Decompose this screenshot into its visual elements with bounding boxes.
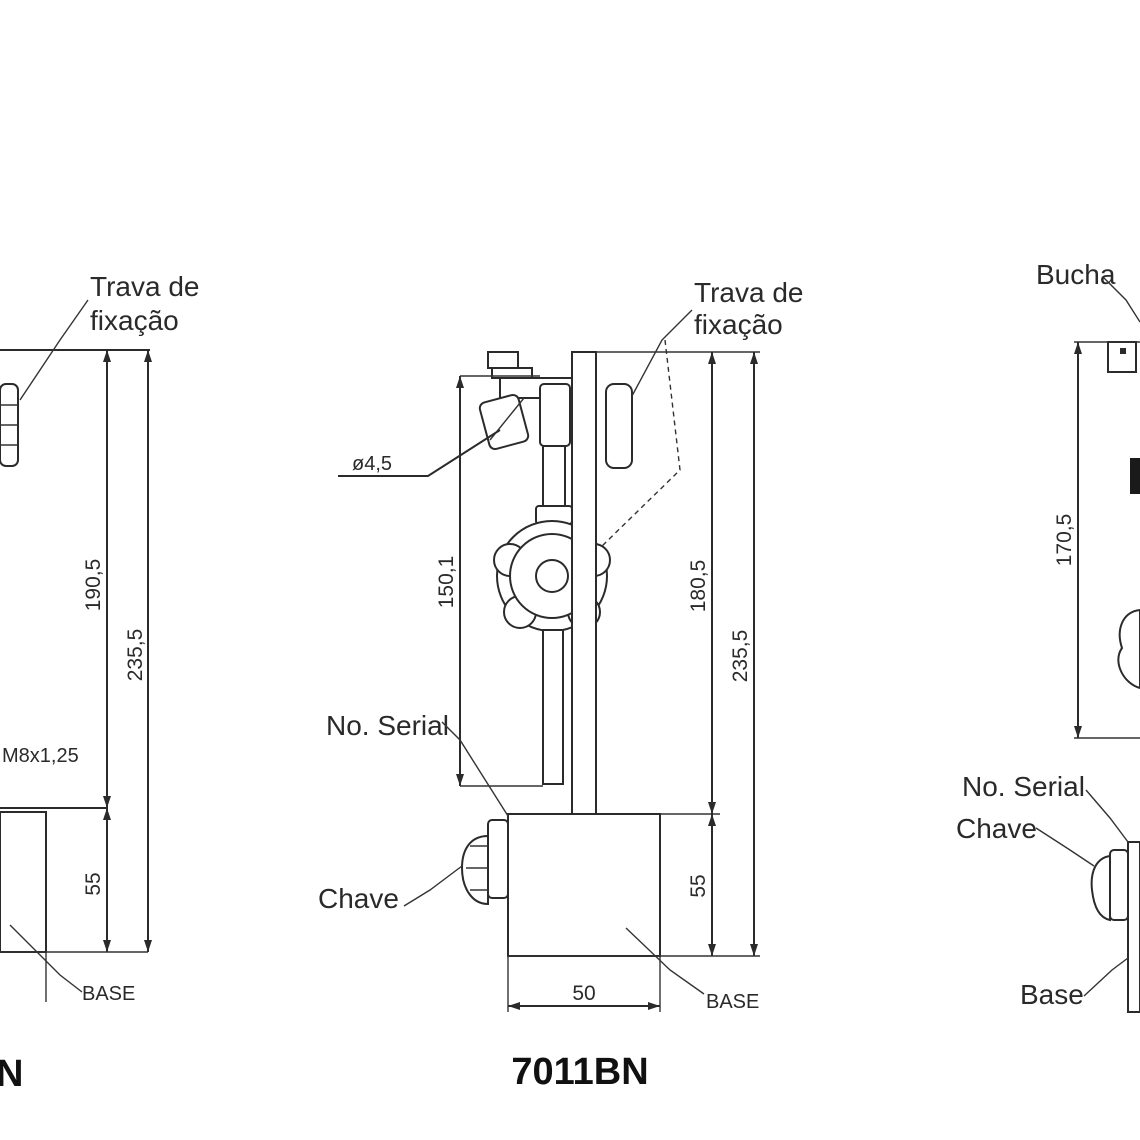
center-diameter-label: ø4,5 [352, 453, 392, 475]
right-bushing-label: Bucha [1036, 259, 1116, 290]
center-dim-55-label: 55 [687, 874, 710, 897]
left-magnetic-base [0, 811, 47, 953]
center-dim-180-label: 180,5 [687, 560, 710, 613]
center-serial-label: No. Serial [326, 710, 449, 741]
right-drawing: Bucha 170,5 No. Serial Chave Base [956, 259, 1140, 1013]
center-holder-clamp [539, 383, 571, 447]
center-drawing: ø4,5 Trava de fixação 150,1 [318, 277, 803, 1093]
right-indicator-block [1130, 458, 1140, 494]
right-magnetic-base [1127, 841, 1140, 1013]
right-key-label: Chave [956, 813, 1037, 844]
center-top-knob [487, 351, 519, 369]
left-lock-label-line1: Trava de [90, 271, 199, 302]
right-base-label: Base [1020, 979, 1084, 1010]
center-magnetic-base [507, 813, 661, 957]
right-dim-170-label: 170,5 [1053, 514, 1076, 567]
center-dim-150-label: 150,1 [435, 556, 458, 609]
right-clamp-knob [1117, 608, 1140, 690]
center-main-column [571, 351, 597, 815]
right-serial-label: No. Serial [962, 771, 1085, 802]
left-dim-190-label: 190,5 [82, 559, 105, 612]
left-dim-235-label: 235,5 [124, 629, 147, 682]
left-dim-55-label: 55 [82, 872, 105, 895]
center-lock-label-line1: Trava de [694, 277, 803, 308]
left-model-title: N [0, 1053, 23, 1095]
left-thread-label: M8x1,25 [2, 745, 79, 767]
center-key-label: Chave [318, 883, 399, 914]
left-base-label: BASE [82, 983, 135, 1005]
right-key-switch [1090, 849, 1129, 922]
center-lock-label-line2: fixação [694, 309, 783, 340]
center-model-title: 7011BN [511, 1051, 648, 1093]
center-key-switch [460, 819, 509, 906]
center-lock-clamp [605, 383, 633, 469]
left-lock-label-line2: fixação [90, 305, 179, 336]
center-dim-50-label: 50 [572, 982, 595, 1005]
left-drawing: Trava de fixação 190,5 235,5 55 M8x1,25 … [0, 271, 199, 1095]
center-base-label: BASE [706, 991, 759, 1013]
center-dim-235-label: 235,5 [729, 630, 752, 683]
right-bushing [1107, 341, 1137, 373]
